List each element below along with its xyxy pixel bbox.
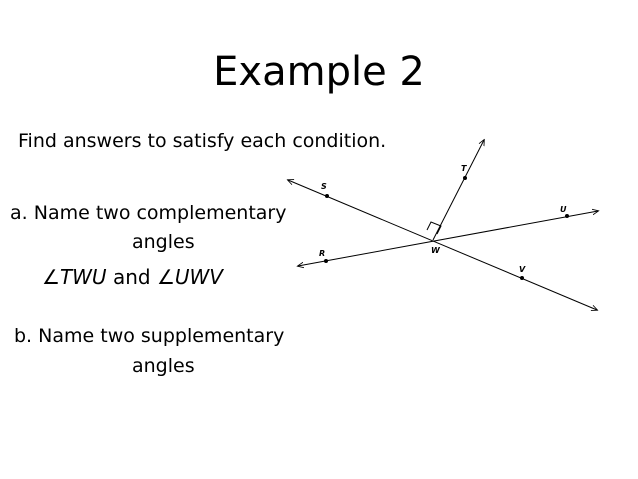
- label-v: V: [519, 265, 526, 274]
- point-s: [325, 194, 329, 198]
- part-b-question-line1: Name two supplementary: [38, 325, 285, 347]
- part-b-question-line2: angles: [132, 355, 195, 377]
- part-a-question-line1: Name two complementary: [33, 202, 287, 224]
- line-ru: [298, 211, 598, 266]
- answer-angle-1: TWU: [59, 265, 107, 289]
- label-w: W: [431, 246, 441, 255]
- point-r: [324, 259, 328, 263]
- line-sv: [288, 180, 597, 310]
- angle-symbol: ∠: [42, 265, 60, 289]
- label-t: T: [461, 164, 467, 173]
- answer-conjunction: and: [112, 265, 151, 289]
- point-u: [565, 214, 569, 218]
- ray-wt: [432, 140, 484, 241]
- label-u: U: [560, 205, 567, 214]
- right-angle-mark: [426, 221, 442, 235]
- slide-title: Example 2: [213, 49, 425, 95]
- part-a-answer: ∠TWU and ∠UWV: [42, 264, 223, 290]
- part-b-question: b. Name two supplementary: [14, 323, 284, 349]
- part-a-label: a.: [10, 202, 28, 224]
- point-t: [463, 176, 467, 180]
- answer-angle-2: UWV: [174, 265, 223, 289]
- part-a-question: a. Name two complementary: [10, 200, 286, 226]
- part-b-label: b.: [14, 325, 33, 347]
- part-a-question-line2: angles: [132, 231, 195, 253]
- intro-text: Find answers to satisfy each condition.: [18, 130, 387, 152]
- point-v: [520, 276, 524, 280]
- label-r: R: [319, 249, 325, 258]
- label-s: S: [321, 182, 327, 191]
- angle-symbol: ∠: [156, 265, 175, 289]
